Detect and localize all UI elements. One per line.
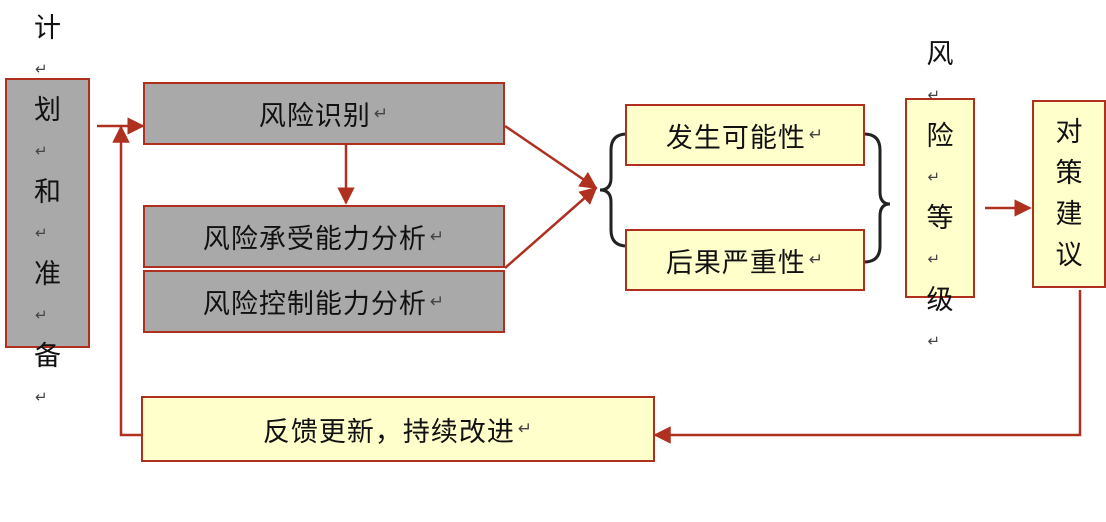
arrow-feedback-to-plan: [112, 125, 141, 437]
plan-char: 划↵: [34, 95, 61, 160]
severity-box: 后果严重性↵: [625, 229, 865, 291]
level-char: 险↵: [926, 121, 954, 186]
level-char: 风↵: [926, 39, 954, 104]
risk-bear-label: 风险承受能力分析: [202, 224, 427, 255]
possibility-label: 发生可能性: [665, 122, 806, 154]
left-brace: [599, 132, 628, 248]
risk-identify-label: 风险识别: [258, 101, 371, 132]
advice-char: 对: [1055, 117, 1083, 148]
plan-prepare-box: 计↵ 划↵ 和↵ 准↵ 备↵: [5, 13, 90, 406]
arrow-advice-to-feedback: [653, 290, 1082, 444]
level-char: 等↵: [926, 203, 954, 268]
risk-level-box: 风↵ 险↵ 等↵ 级↵: [905, 39, 975, 350]
risk-identify-box: 风险识别↵: [143, 82, 505, 145]
plan-char: 备↵: [34, 341, 61, 406]
risk-bear-box: 风险承受能力分析↵: [143, 205, 505, 268]
level-char: 级↵: [926, 285, 954, 350]
arrow-identify-to-brace: [504, 124, 598, 190]
severity-label: 后果严重性: [665, 247, 806, 279]
feedback-label: 反馈更新，持续改进: [262, 416, 515, 448]
right-brace: [863, 132, 891, 264]
plan-char: 和↵: [34, 177, 61, 242]
possibility-box: 发生可能性↵: [625, 104, 865, 166]
arrow-bear-to-brace: [504, 186, 598, 269]
feedback-box: 反馈更新，持续改进↵: [141, 396, 655, 462]
advice-char: 建: [1055, 199, 1083, 230]
risk-control-box: 风险控制能力分析↵: [143, 270, 505, 333]
plan-char: 准↵: [34, 259, 61, 324]
plan-char: 计↵: [34, 13, 61, 78]
risk-control-label: 风险控制能力分析: [202, 289, 427, 320]
advice-char: 策: [1055, 158, 1083, 189]
advice-char: 议: [1055, 240, 1083, 271]
countermeasure-box: 对 策 建 议: [1032, 100, 1106, 288]
